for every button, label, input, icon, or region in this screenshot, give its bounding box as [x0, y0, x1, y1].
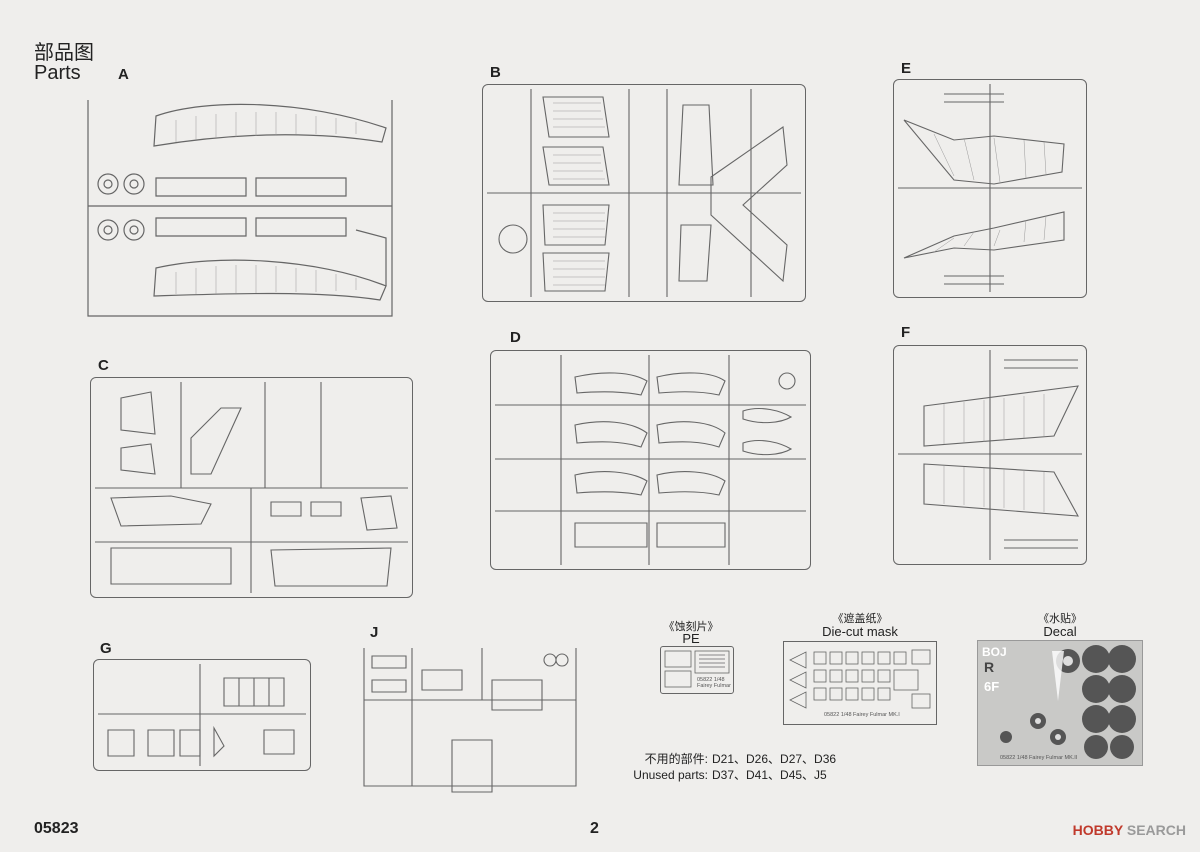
watermark-search: SEARCH [1126, 822, 1186, 838]
pe-sheet: 05822 1/48 Fairey Fulmar [660, 646, 734, 694]
sprue-d-frame [490, 350, 811, 570]
sprue-label-f: F [901, 324, 911, 341]
sprue-b-frame [482, 84, 806, 302]
page-title-cn: 部品图 [34, 42, 94, 64]
sprue-label-g: G [100, 640, 112, 657]
decal-code-boj: BOJ [982, 645, 1007, 659]
sprue-e-drawing [898, 84, 1082, 292]
sprue-label-d: D [510, 329, 521, 346]
sprue-c-drawing [95, 382, 408, 593]
sprue-d-drawing [495, 355, 806, 565]
unused-label-en: Unused parts: [633, 768, 708, 782]
product-code: 05823 [34, 820, 79, 837]
unused-label-cn: 不用的部件: [644, 752, 708, 766]
decal-sheet-text: 05822 1/48 Fairey Fulmar MK.II [1000, 755, 1078, 761]
decal-title-cn: 《水贴》 [1038, 613, 1082, 625]
sprue-j-frame [362, 640, 582, 802]
decal-code-6f: 6F [984, 679, 1000, 694]
watermark: HOBBY SEARCH [1073, 822, 1186, 838]
sprue-c-frame [90, 377, 413, 598]
sprue-label-a: A [118, 66, 129, 83]
sprue-g-frame [93, 659, 311, 771]
sprue-label-e: E [901, 60, 912, 77]
sprue-f-frame [893, 345, 1087, 565]
sprue-label-c: C [98, 357, 109, 374]
sprue-b-drawing [487, 89, 801, 297]
watermark-hobby: HOBBY [1072, 822, 1123, 838]
mask-title-en: Die-cut mask [822, 624, 898, 639]
sprue-a-frame [86, 90, 408, 322]
decal-title-en: Decal [1043, 624, 1077, 639]
page-number: 2 [590, 820, 599, 837]
mask-sheet-drawing [789, 649, 931, 709]
sprue-e-frame [893, 79, 1087, 298]
pe-title-en: PE [682, 631, 700, 646]
mask-plate-text: 05822 1/48 Fairey Fulmar MK.I [824, 712, 900, 718]
sprue-f-drawing [898, 350, 1082, 560]
sprue-g-drawing [98, 664, 306, 766]
sprue-j-drawing [363, 648, 577, 793]
page-title-en: Parts [34, 62, 81, 84]
unused-parts-cn: D21、D26、D27、D36 [712, 752, 837, 766]
mask-title-cn: 《遮盖纸》 [832, 613, 888, 625]
mask-sheet: 05822 1/48 Fairey Fulmar MK.I [783, 641, 937, 725]
pe-plate-text: 05822 1/48 Fairey Fulmar [697, 677, 731, 689]
pe-sheet-drawing [664, 650, 730, 688]
sprue-label-j: J [370, 624, 379, 641]
decal-code-r: R [984, 659, 995, 675]
sprue-label-b: B [490, 64, 501, 81]
decal-sheet: BOJ R 6F 05822 1/48 Fairey Fulmar MK.II [977, 640, 1143, 766]
pe-title-cn: 《蚀刻片》 [663, 621, 719, 633]
decal-sheet-drawing [1000, 645, 1136, 759]
sprue-a-drawing [87, 100, 393, 317]
unused-parts-en: D37、D41、D45、J5 [712, 768, 827, 782]
